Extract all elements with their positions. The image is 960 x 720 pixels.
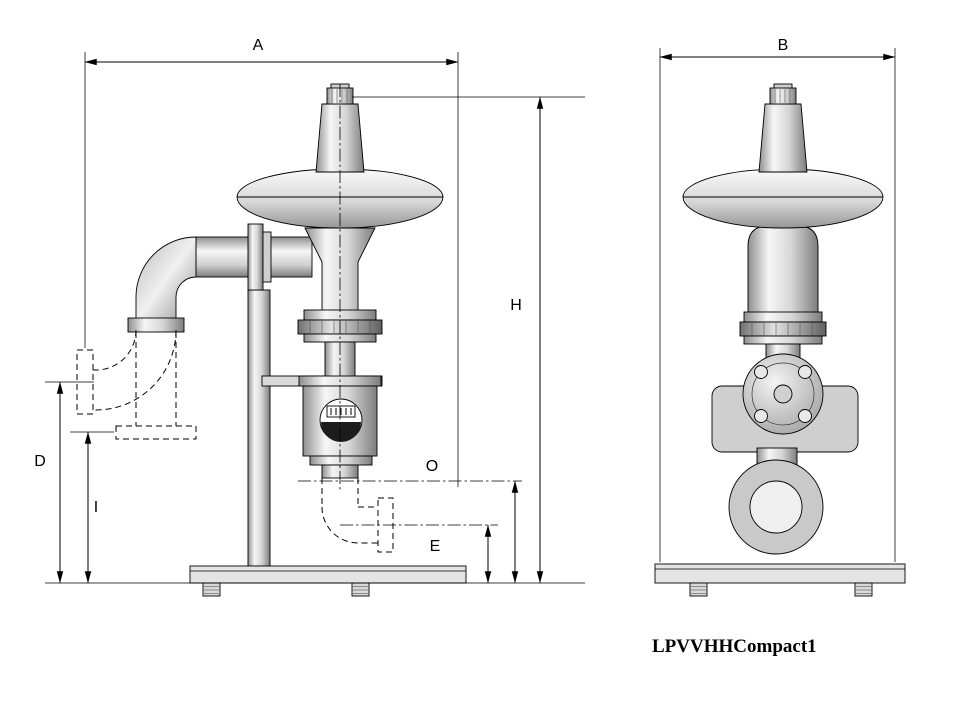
dimension-A: A <box>84 37 459 487</box>
stand-column <box>247 289 271 567</box>
leveling-foot <box>202 582 221 597</box>
inlet-flange-plate <box>262 231 272 283</box>
base-plate-side <box>654 563 906 584</box>
side-outlet-bend <box>728 459 824 555</box>
flange-bolt <box>754 365 768 379</box>
inlet-elbow <box>127 223 313 333</box>
dim-label-b: B <box>778 37 789 54</box>
flange-bolt <box>754 409 768 423</box>
dim-label-h: H <box>510 297 522 314</box>
meter-bottom-plate <box>309 455 373 466</box>
flange-bolt <box>798 365 812 379</box>
elbow-bottom-flange <box>127 317 185 333</box>
drawing-title: LPVVHHCompact1 <box>652 636 817 657</box>
dim-label-i: I <box>94 499 98 516</box>
elbow-bend <box>135 236 197 323</box>
side-body-cylinder <box>747 225 819 315</box>
meter-gauge <box>319 398 363 442</box>
leveling-foot <box>854 582 873 597</box>
dimension-D: D <box>34 381 94 584</box>
side-adjustment-cap <box>769 83 797 105</box>
side-union-flange <box>739 311 827 345</box>
dim-label-a: A <box>253 37 264 54</box>
dim-label-e: E <box>430 538 441 555</box>
dimension-H: H <box>45 96 585 584</box>
flange-bolt <box>798 409 812 423</box>
dimensions: A B H D I O E <box>34 37 896 584</box>
side-spring-neck <box>758 103 808 173</box>
side-diaphragm-dome <box>682 168 884 229</box>
leveling-foot <box>351 582 370 597</box>
alt-inlet-dashed <box>76 329 197 440</box>
dimension-I: I <box>70 431 114 584</box>
dim-label-o: O <box>426 458 438 475</box>
dimension-E: E <box>430 524 492 584</box>
front-view <box>76 83 522 597</box>
side-bolt-flange <box>742 353 824 435</box>
dimension-O: O <box>426 458 519 584</box>
side-view <box>654 83 906 597</box>
centerlines-front <box>298 84 522 526</box>
inlet-flange <box>247 223 264 291</box>
base-plate-front <box>189 565 467 584</box>
alt-bottom-flange <box>115 425 197 440</box>
leveling-foot <box>689 582 708 597</box>
dimension-B: B <box>659 37 896 562</box>
dim-label-d: D <box>34 453 46 470</box>
